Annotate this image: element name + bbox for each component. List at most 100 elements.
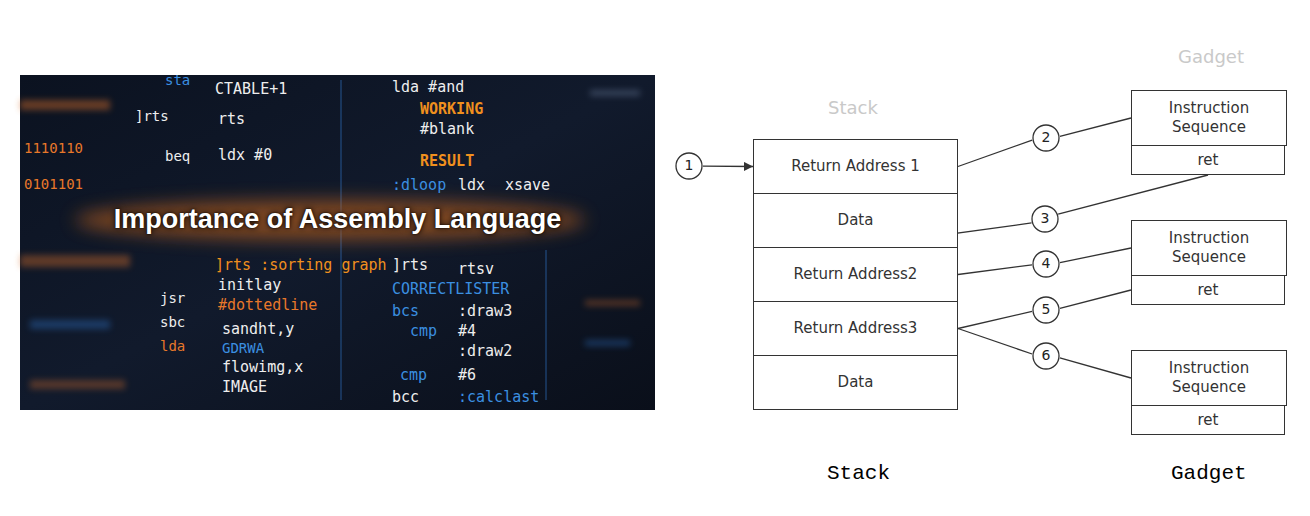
connector-line [1060, 248, 1131, 263]
code-text: 1110110 [24, 140, 83, 157]
cell-label: ret [1198, 411, 1219, 430]
callout-number: 5 [1042, 301, 1051, 319]
code-text: flowimg,x [222, 358, 303, 376]
code-text: lda [160, 338, 185, 355]
gadget-cell: ret [1131, 145, 1285, 175]
callout-circle-outline [1033, 297, 1059, 323]
code-text: xsave [505, 176, 550, 194]
callout-circle-outline [1033, 251, 1059, 277]
code-text: :calclast [458, 388, 539, 406]
code-streak [30, 320, 110, 329]
connector-line [958, 140, 1032, 166]
callout-number: 5 [1032, 296, 1060, 324]
code-text: initlay [218, 276, 281, 294]
gadget-cell: ret [1131, 405, 1285, 435]
callout-number: 4 [1042, 255, 1051, 273]
connector-line [1060, 118, 1131, 136]
column-heading: Gadget [1178, 46, 1244, 68]
cell-label: ret [1198, 281, 1219, 300]
code-streak [20, 255, 130, 267]
code-text: WORKING [420, 100, 483, 118]
code-text: rts [218, 110, 245, 128]
callout-number: 6 [1042, 347, 1051, 365]
code-text: #4 [458, 322, 476, 340]
stack-cell: Data [753, 355, 958, 410]
code-text: bcs [392, 302, 419, 320]
code-text: sandht,y [222, 320, 294, 338]
code-text: jsr [160, 290, 185, 307]
banner-title: Importance of Assembly Language [20, 203, 655, 235]
callout-circle-outline [1032, 206, 1058, 232]
callout-number: 3 [1041, 210, 1050, 228]
gadget-cell: ret [1131, 275, 1285, 305]
code-streak [20, 100, 110, 110]
connector-line [1060, 290, 1131, 308]
code-text: lda #and [392, 78, 464, 96]
code-text: GDRWA [222, 340, 264, 357]
code-text: :draw3 [458, 302, 512, 320]
code-streak [585, 300, 640, 306]
cell-label: Return Address2 [794, 265, 918, 284]
connector-line [1058, 175, 1208, 214]
code-text: rtsv [458, 260, 494, 278]
code-text: sbc [160, 314, 185, 331]
code-text: :draw2 [458, 342, 512, 360]
callout-number: 4 [1032, 250, 1060, 278]
connector-line [958, 311, 1032, 328]
stack-cell: Return Address3 [753, 301, 958, 356]
code-text: 0101101 [24, 176, 83, 193]
cell-label: Return Address 1 [791, 157, 920, 176]
gadget-cell: Instruction Sequence [1131, 220, 1287, 276]
gadget-cell: Instruction Sequence [1131, 90, 1287, 146]
code-text: CTABLE+1 [215, 80, 287, 98]
cell-label: Return Address3 [794, 319, 918, 338]
code-text: #6 [458, 366, 476, 384]
cell-label: Instruction Sequence [1140, 99, 1278, 137]
code-streak [590, 90, 640, 96]
code-text: RESULT [420, 152, 474, 170]
code-text: cmp [400, 366, 427, 384]
cell-label: Data [838, 211, 874, 230]
code-text: beq [165, 148, 190, 165]
stack-cell: Return Address2 [753, 247, 958, 302]
banner-background [20, 75, 655, 410]
callout-number: 6 [1032, 342, 1060, 370]
code-text: ldx [458, 176, 485, 194]
gadget-cell: Instruction Sequence [1131, 350, 1287, 406]
connector-arrow [703, 165, 753, 167]
code-text: ]rts [135, 108, 169, 125]
code-text: sta [165, 72, 190, 89]
cell-label: Data [838, 373, 874, 392]
callout-number: 1 [675, 152, 703, 180]
code-streak [30, 380, 125, 389]
callout-circle-outline [676, 153, 702, 179]
stack-cell: Return Address 1 [753, 139, 958, 194]
callout-number: 1 [685, 157, 694, 175]
cell-label: Instruction Sequence [1140, 359, 1278, 397]
code-text: ]rts [392, 256, 428, 274]
callout-circle-outline [1033, 343, 1059, 369]
column-caption: Stack [827, 461, 890, 486]
connector-line [1060, 358, 1131, 378]
callout-number: 3 [1031, 205, 1059, 233]
callout-circle-outline [1033, 125, 1059, 151]
code-text: IMAGE [222, 378, 267, 396]
cell-label: Instruction Sequence [1140, 229, 1278, 267]
code-text: #blank [420, 120, 474, 138]
column-heading: Stack [828, 97, 878, 119]
code-rule [340, 80, 342, 400]
code-text: bcc [392, 388, 419, 406]
cell-label: ret [1198, 151, 1219, 170]
code-rule [545, 250, 547, 400]
code-text: #dottedline [218, 296, 317, 314]
code-text: cmp [410, 322, 437, 340]
column-caption: Gadget [1171, 461, 1247, 486]
callout-number: 2 [1042, 129, 1051, 147]
stack-cell: Data [753, 193, 958, 248]
code-text: ldx #0 [218, 146, 272, 164]
code-text: ]rts :sorting graph [215, 256, 387, 274]
callout-number: 2 [1032, 124, 1060, 152]
code-text: :dloop [392, 176, 446, 194]
